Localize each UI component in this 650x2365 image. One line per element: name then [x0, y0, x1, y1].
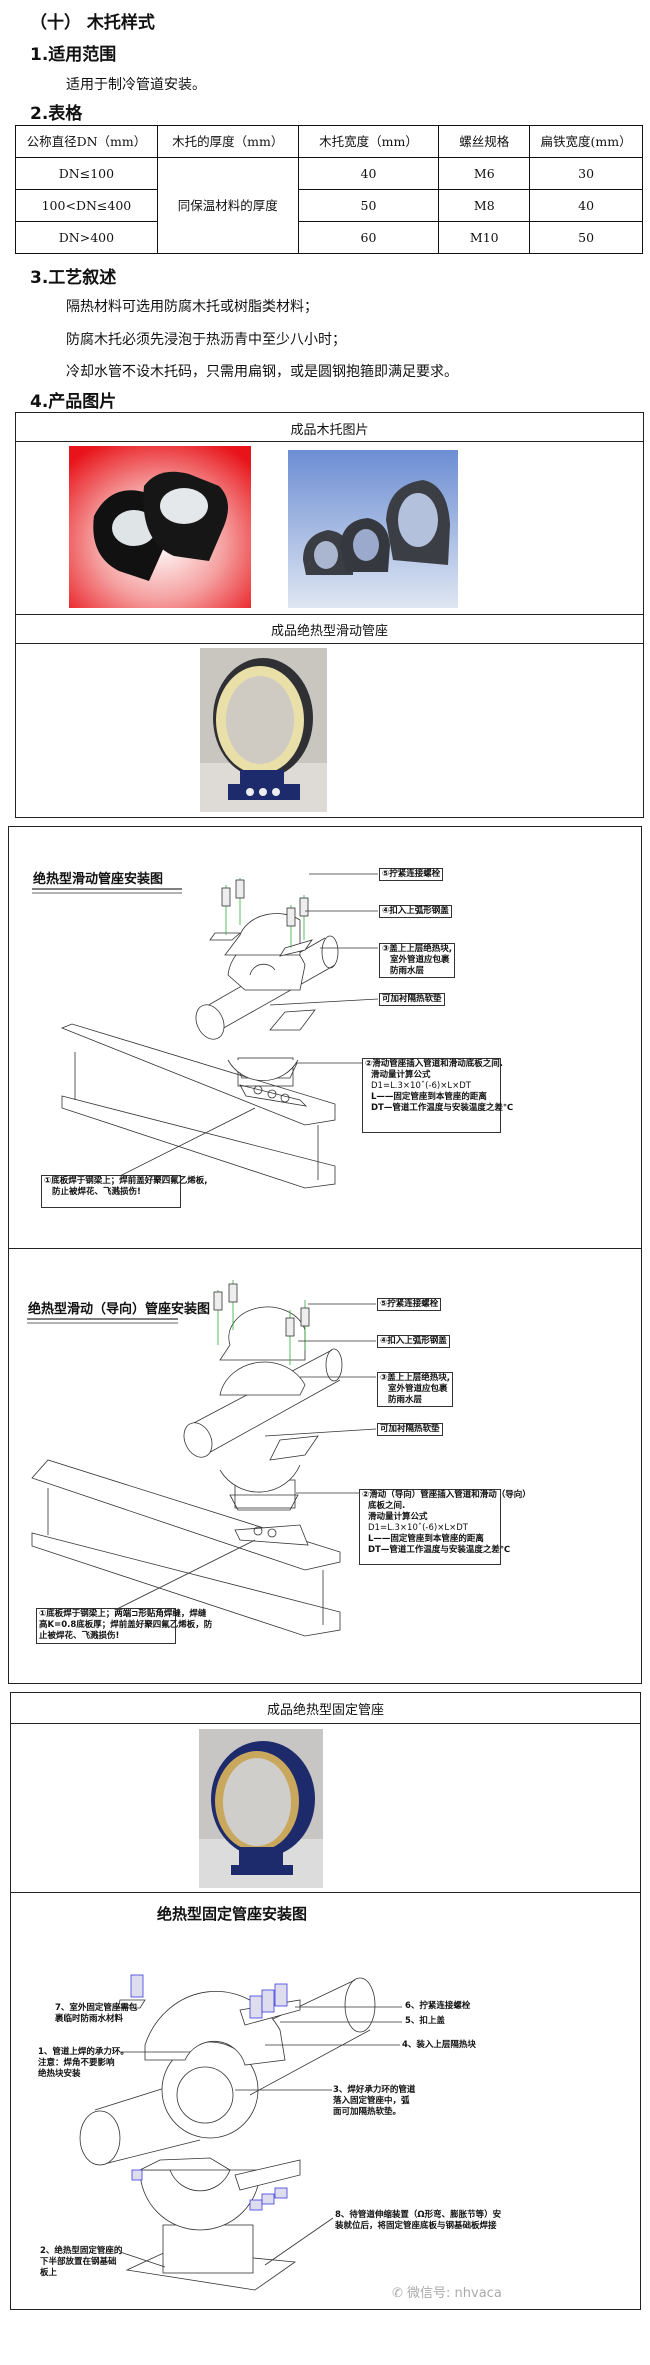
diagram1-label-5: ⑤拧紧连接螺栓 [379, 868, 444, 881]
process-line: 隔热材料可选用防腐木托或树脂类材料； [66, 299, 318, 315]
process-line: 冷却水管不设木托码，只需用扁钢，或是圆钢抱箍即满足要求。 [66, 364, 458, 380]
diagram2-label-1: ①底板焊于钢梁上；两端⊐形贴角焊缝，焊缝高K=0.8底板厚；焊前盖好聚四氟乙烯板… [36, 1608, 212, 1644]
heading-scope: 1.适用范围 [30, 45, 117, 65]
photo-table [15, 412, 644, 818]
sliding-seat-drawing [32, 873, 379, 1189]
heading-process: 3.工艺叙述 [30, 268, 117, 288]
caption-fixed-seat: 成品绝热型固定管座 [266, 1703, 384, 1718]
fixed-seat-photo [199, 1729, 323, 1888]
col-header: 公称直径DN（mm） [15, 125, 158, 158]
cell-dn: 100<DN≤400 [15, 189, 158, 222]
fixed-seat-table [10, 1692, 641, 2310]
diagram2-title: 绝热型滑动（导向）管座安装图 [28, 1302, 211, 1317]
spec-table: 公称直径DN（mm） 木托的厚度（mm） 木托宽度（mm） 螺丝规格 扁铁宽度(… [15, 125, 643, 254]
cell-flat: 40 [529, 189, 643, 222]
diagram3-label-2: 2、绝热型固定管座的下半部放置在钢基础板上 [40, 2246, 123, 2278]
sliding-seat-photo [200, 648, 327, 812]
guided-seat-drawing [27, 1280, 377, 1637]
diagram1-label-pad: 可加衬隔热软垫 [379, 993, 445, 1006]
cell-width: 40 [297, 157, 440, 190]
cell-dn: DN≤100 [15, 157, 158, 190]
table-row: DN≤100 同保温材料的厚度 40 M6 30 [15, 157, 643, 254]
table-row: 100<DN≤400 50 M8 40 [15, 189, 643, 222]
diagram3-label-1: 1、管道上焊的承力环。注意：焊角不要影响绝热块安装 [38, 2047, 129, 2079]
diagram1-label-3: ③盖上上层绝热块,室外管道应包裹防雨水层 [379, 943, 455, 978]
cell-thickness: 同保温材料的厚度 [156, 157, 299, 254]
cell-width: 50 [297, 189, 440, 222]
heading-photos: 4.产品图片 [30, 392, 117, 412]
cell-screw: M10 [438, 221, 531, 254]
col-header: 木托的厚度（mm） [156, 125, 299, 158]
diagram3-label-6: 6、拧紧连接螺栓 [405, 2001, 471, 2011]
col-header: 扁铁宽度(mm） [529, 125, 643, 158]
heading-table: 2.表格 [30, 104, 83, 124]
col-header: 木托宽度（mm） [297, 125, 440, 158]
diagram2-label-4: ④扣入上弧形钢盖 [377, 1335, 450, 1348]
diagram2-label-5: ⑤拧紧连接螺栓 [377, 1298, 442, 1311]
diagram3-label-5: 5、扣上盖 [405, 2016, 445, 2026]
diagram3-label-3: 3、焊好承力环的管道落入固定管座中，弧面可加隔热软垫。 [333, 2085, 416, 2117]
diagram2-label-pad: 可加衬隔热软垫 [377, 1423, 443, 1436]
wood-block-photo-blue [288, 450, 458, 608]
cell-flat: 30 [529, 157, 643, 190]
diagram3-label-4: 4、装入上层隔热块 [402, 2040, 476, 2050]
caption-sliding-seat: 成品绝热型滑动管座 [270, 624, 388, 639]
watermark: ✆ 微信号: nhvaca [392, 2286, 502, 2301]
cell-dn: DN>400 [15, 221, 158, 254]
diagram3-label-7: 7、室外固定管座需包裹临时防雨水材料 [55, 2003, 138, 2024]
diagram1-label-4: ④扣入上弧形钢盖 [379, 905, 452, 918]
diagram3-title: 绝热型固定管座安装图 [157, 1905, 308, 1923]
diagram2-label-3: ③盖上上层绝热块,室外管道应包裹防雨水层 [377, 1372, 453, 1407]
process-line: 防腐木托必须先浸泡于热沥青中至少八小时； [66, 332, 346, 348]
diagram1-label-1: ①底板焊于钢梁上；焊前盖好聚四氟乙烯板,防止被焊花、飞溅损伤! [41, 1175, 207, 1208]
fixed-seat-drawing [79, 1974, 402, 2291]
table-header-row: 公称直径DN（mm） 木托的厚度（mm） 木托宽度（mm） 螺丝规格 扁铁宽度(… [15, 125, 643, 158]
table-row: DN>400 60 M10 50 [15, 221, 643, 254]
diagram3-label-8: 8、待管道伸缩装置（Ω形弯、膨胀节等）安装就位后，将固定管座底板与钢基础板焊接 [335, 2210, 502, 2231]
wechat-icon: ✆ [392, 2286, 408, 2301]
cell-width: 60 [297, 221, 440, 254]
sliding-seat-drawings [8, 826, 642, 1684]
cell-screw: M8 [438, 189, 531, 222]
col-header: 螺丝规格 [438, 125, 531, 158]
section-title: （十） 木托样式 [30, 13, 155, 33]
wood-block-photo-red [69, 446, 251, 608]
scope-text: 适用于制冷管道安装。 [66, 77, 206, 93]
cell-flat: 50 [529, 221, 643, 254]
caption-wood-blocks: 成品木托图片 [290, 423, 369, 438]
diagram1-title: 绝热型滑动管座安装图 [33, 872, 164, 887]
cell-screw: M6 [438, 157, 531, 190]
